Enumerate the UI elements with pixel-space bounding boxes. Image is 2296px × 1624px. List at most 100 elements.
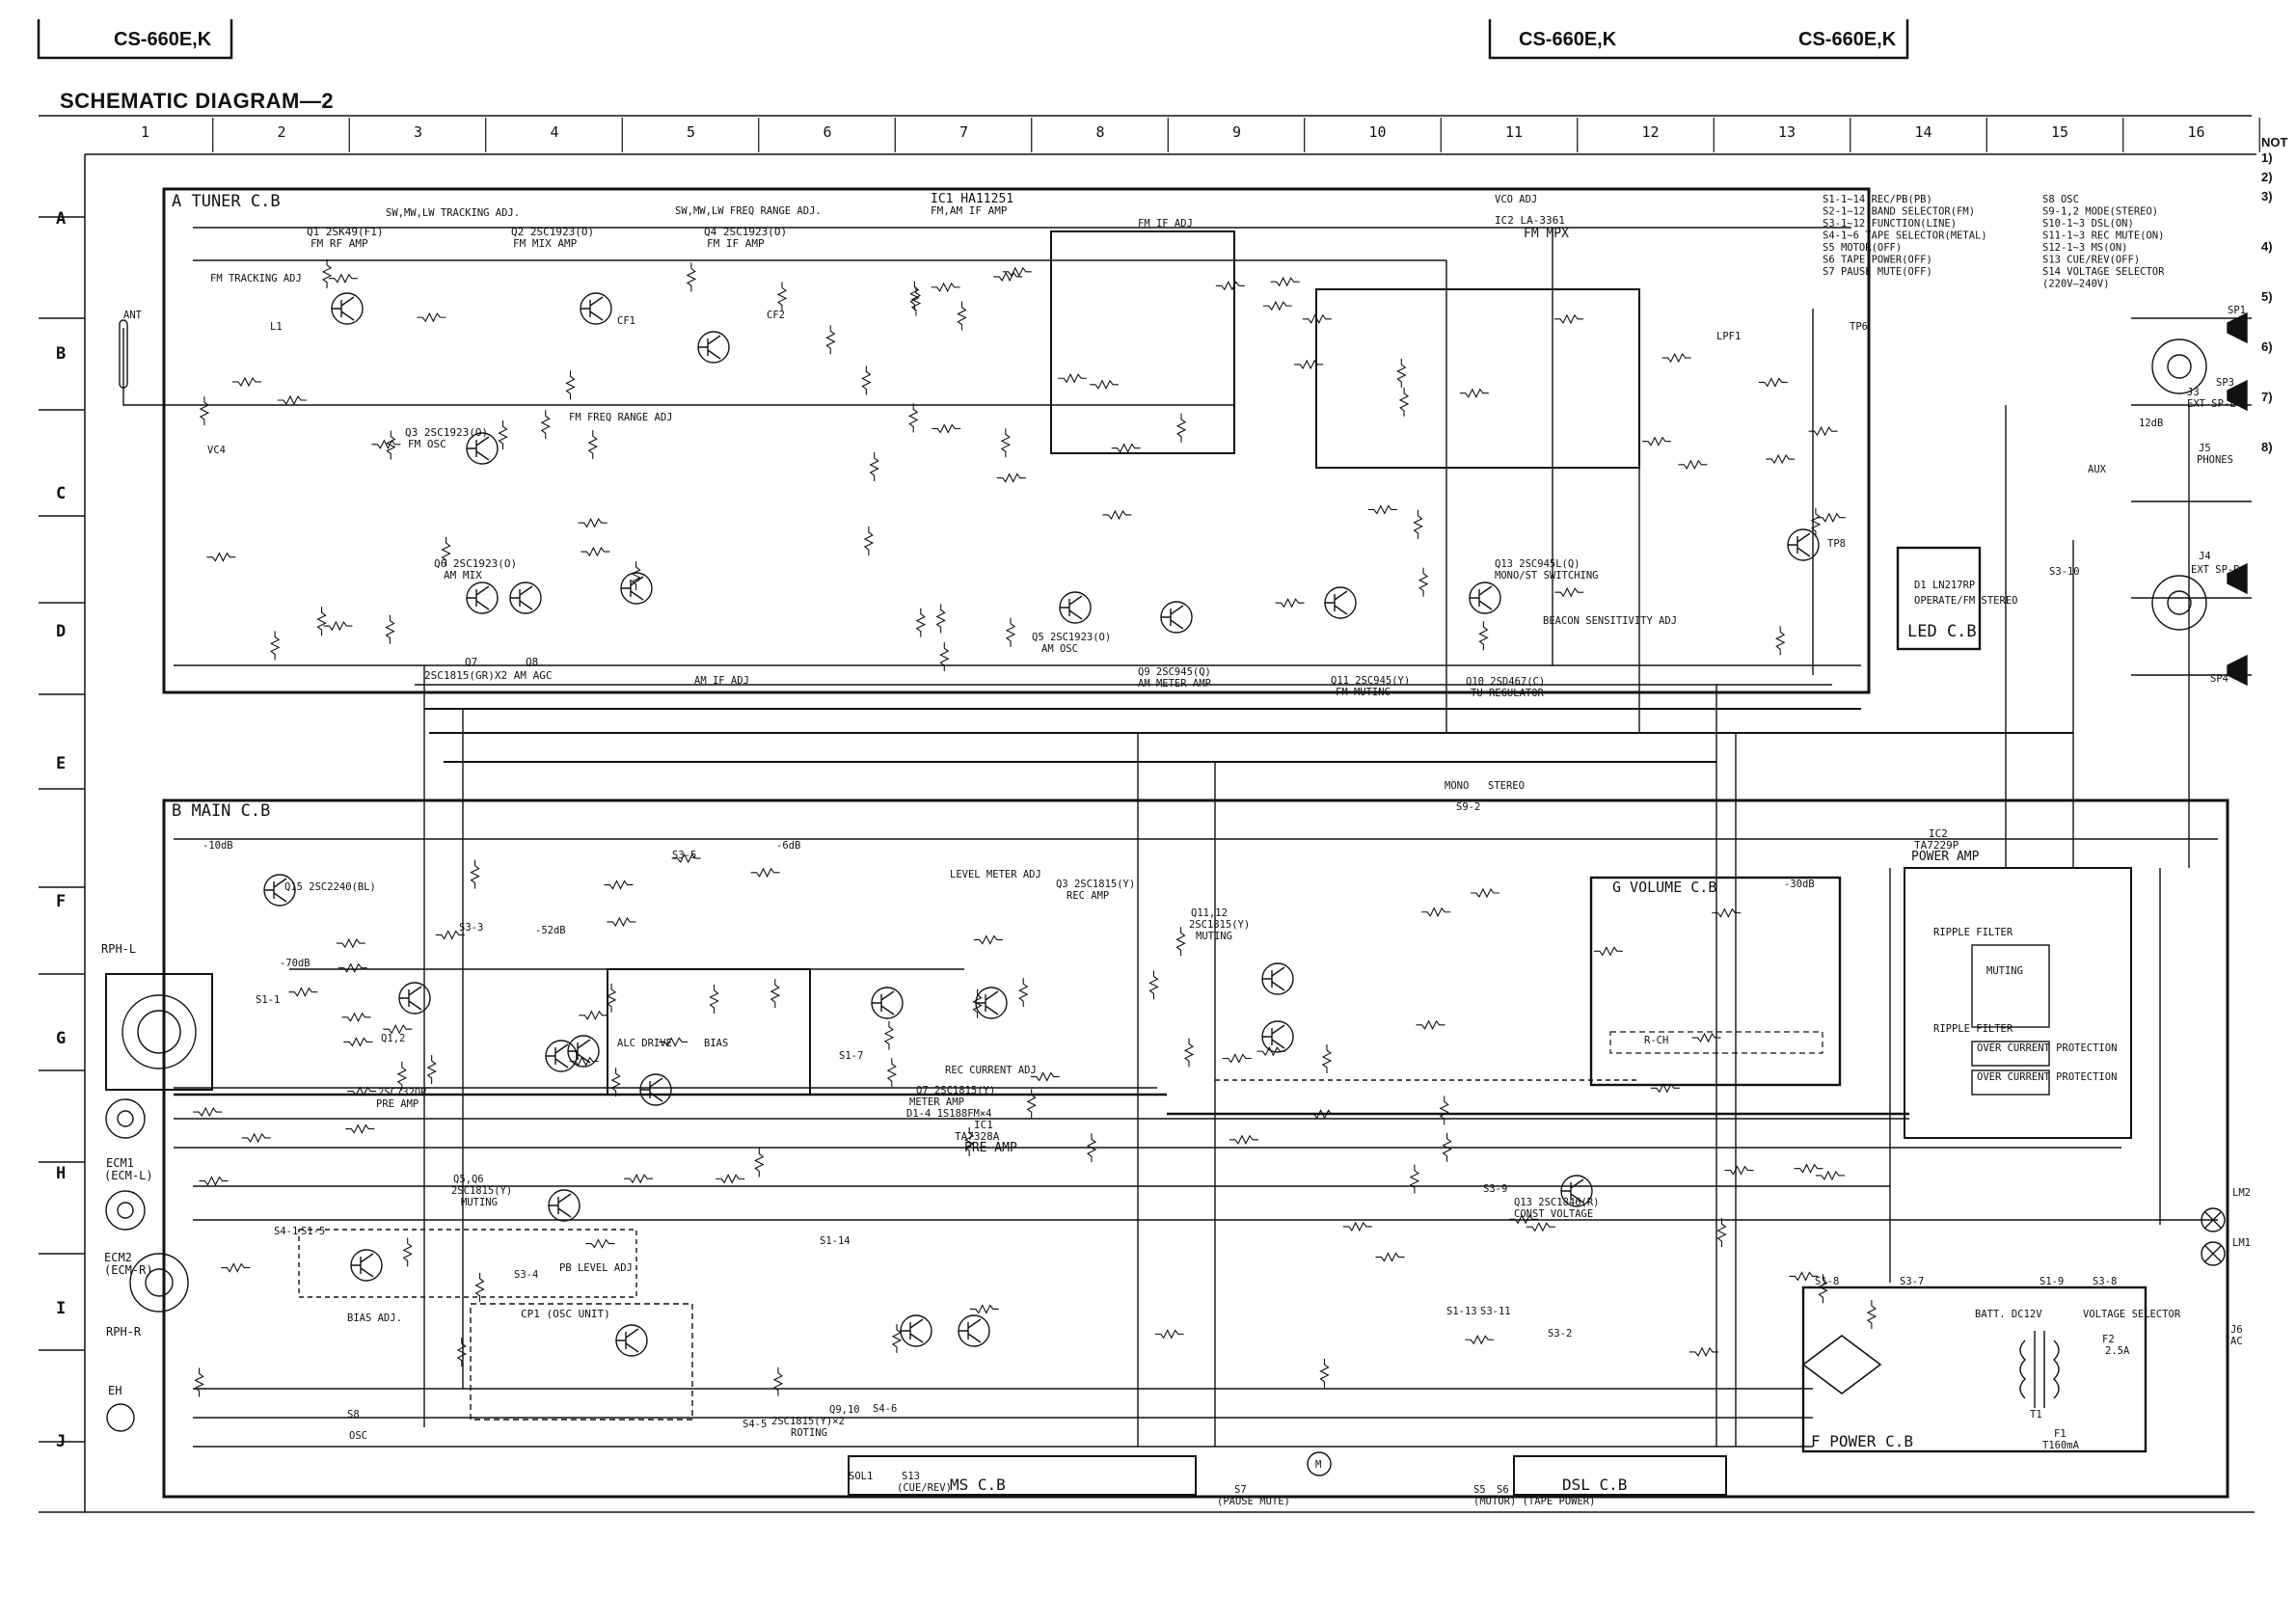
resistor-symbol — [1459, 388, 1489, 398]
resistor-symbol — [1058, 373, 1088, 384]
connector-label: BATT. DC12V — [1975, 1309, 2042, 1320]
main-misc-label: Q7 2SC1815(Y) — [916, 1085, 995, 1096]
board-label-main: B MAIN C.B — [172, 801, 270, 821]
connector-label: RPH-R — [106, 1325, 142, 1339]
resistor-symbol — [1005, 617, 1016, 647]
connector-label: S3-2 — [1548, 1328, 1572, 1340]
tuner-transistor-label: Q1 2SK49(F1) — [307, 226, 383, 238]
resistor-symbol — [863, 526, 875, 555]
transistor-leads — [959, 1318, 982, 1343]
resistor-symbol — [579, 1010, 608, 1021]
resistor-symbol — [581, 546, 610, 557]
transistor-leads — [1262, 966, 1285, 991]
resistor-symbol — [1409, 1164, 1420, 1194]
main-misc-label: CONST VOLTAGE — [1514, 1208, 1593, 1220]
connector-label: AUX — [2088, 464, 2107, 475]
resistor-symbol — [1789, 1271, 1819, 1282]
grid-row-label: H — [56, 1164, 66, 1183]
resistor-symbol — [1002, 266, 1032, 278]
connector-label: (CUE/REV) — [897, 1482, 952, 1494]
resistor-symbol — [1086, 1133, 1097, 1163]
tuner-misc-label: FM TRACKING ADJ — [210, 273, 302, 284]
tuner-misc-label: TP8 — [1827, 538, 1846, 550]
transistor-leads — [872, 990, 895, 1015]
resistor-symbol — [578, 517, 608, 528]
connector-label: (PAUSE MUTE) — [1217, 1496, 1290, 1507]
main-misc-label: PRE AMP — [376, 1098, 419, 1110]
grid-column-label: 16 — [2188, 123, 2205, 141]
transistor-leads — [901, 1318, 924, 1343]
connector-label: PHONES — [2197, 454, 2233, 466]
connector-label: S3-8 — [2093, 1276, 2117, 1287]
transistor-leads — [568, 1039, 591, 1064]
resistor-symbol — [1396, 359, 1407, 389]
resistor-symbol — [1526, 1221, 1555, 1232]
connector-label: S3-9 — [1483, 1183, 1507, 1195]
connector-label: J3 — [2187, 387, 2200, 398]
main-misc-label: OVER CURRENT PROTECTION — [1977, 1042, 2117, 1054]
resistor-symbol — [957, 301, 967, 331]
tuner-misc-label: VC4 — [207, 445, 226, 456]
resistor-symbol — [587, 430, 598, 460]
main-misc-label: MUTING — [1196, 931, 1232, 942]
note-item: 8) — [2261, 440, 2273, 454]
ic-label: IC2 LA-3361 — [1495, 214, 1565, 227]
resistor-symbol — [709, 985, 719, 1015]
transistor-leads — [1561, 1178, 1584, 1204]
switch-legend-item: S13 CUE/REV(OFF) — [2042, 255, 2140, 266]
tuner-misc-label: FM IF ADJ — [1138, 218, 1193, 230]
main-misc-label: 2SC732OR — [378, 1087, 427, 1098]
connector-label: EXT SP-L — [2187, 398, 2236, 410]
resistor-symbol — [891, 1323, 903, 1353]
grid-column-label: 10 — [1369, 123, 1387, 141]
main-misc-label: 2SC1815(Y) — [1189, 919, 1250, 931]
resistor-symbol — [565, 370, 576, 400]
resistor-symbol — [1294, 359, 1324, 370]
header-model-mid: CS-660E,K — [1519, 29, 1617, 50]
connector-label: S7 — [1234, 1484, 1247, 1496]
transistor-leads — [698, 335, 721, 360]
transistor-leads — [510, 585, 533, 610]
switch-legend-item: S6 TAPE POWER(OFF) — [1823, 255, 1932, 266]
resistor-symbol — [441, 536, 451, 566]
tuner-misc-label: AM OSC — [1041, 643, 1078, 655]
note-item: 3) — [2261, 189, 2273, 203]
resistor-symbol — [1553, 313, 1583, 325]
resistor-symbol — [1661, 352, 1691, 364]
resistor-symbol — [474, 1272, 485, 1302]
resistor-symbol — [193, 1106, 223, 1118]
main-misc-label: ALC DRIVE — [617, 1038, 672, 1049]
grid-row-label: C — [56, 484, 66, 503]
resistor-symbol — [1319, 1358, 1330, 1388]
board-label-led: LED C.B — [1907, 622, 1977, 641]
connector-labels: RPH-LECM1(ECM-L)ECM2(ECM-R)RPH-REHSP1SP3… — [101, 305, 2251, 1507]
connector-label: M — [1315, 1459, 1321, 1471]
resistor-symbol — [199, 1176, 229, 1186]
tuner-transistor-label: 2SC1815(GR)X2 AM AGC — [424, 669, 552, 682]
resistor-symbol — [1816, 512, 1846, 523]
resistor-symbol — [1808, 425, 1838, 437]
resistor-symbol — [1766, 453, 1796, 465]
resistor-symbol — [659, 1037, 689, 1047]
grid-column-label: 4 — [551, 123, 559, 141]
resistor-symbol — [402, 1237, 413, 1267]
connector-label: SOL1 — [849, 1471, 873, 1482]
main-misc-label: 12dB — [2139, 418, 2163, 429]
resistor-symbol — [915, 608, 927, 637]
main-misc-label: ROTING — [791, 1427, 827, 1439]
resistor-symbol — [973, 934, 1003, 945]
switch-legend-item: S11-1~3 REC MUTE(ON) — [2042, 230, 2164, 242]
connector-label: (MOTOR) (TAPE POWER) — [1473, 1496, 1595, 1507]
resistor-symbol — [1442, 1132, 1452, 1162]
resistor-symbol — [869, 452, 879, 482]
resistor-symbol — [1342, 1221, 1372, 1232]
main-misc-label: -52dB — [535, 925, 566, 936]
resistor-symbol — [883, 1020, 895, 1050]
note-item: 7) — [2261, 390, 2273, 404]
grid-column-label: 12 — [1642, 123, 1660, 141]
tuner-misc-label: TP6 — [1850, 321, 1868, 333]
resistor-symbol — [347, 1086, 377, 1096]
